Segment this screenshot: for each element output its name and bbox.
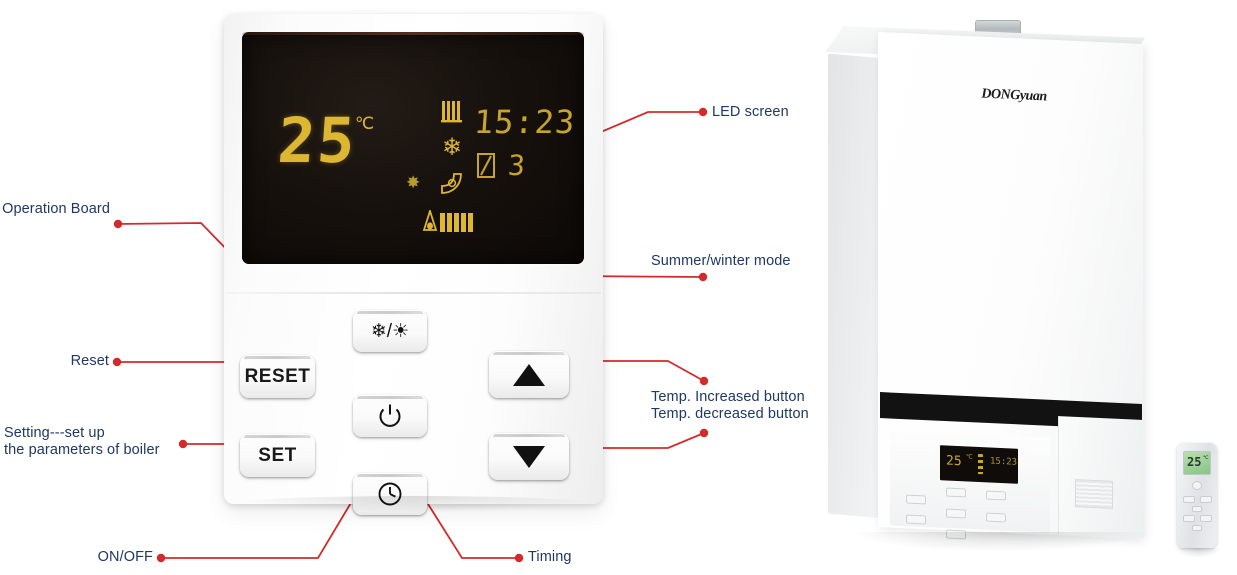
reset-button[interactable]: RESET: [240, 355, 315, 398]
boiler-access-door: [1058, 416, 1144, 538]
label-temp-decreased: Temp. decreased button: [651, 406, 809, 422]
on-off-power-button[interactable]: [353, 395, 427, 437]
boiler-side-face: [828, 53, 884, 519]
lcd-temperature-unit: ℃: [355, 114, 375, 133]
leader-dot-on-off: [156, 553, 166, 563]
temp-decrease-button[interactable]: [489, 433, 569, 480]
snowflake-icon: ❄: [442, 134, 463, 161]
label-setting-line2: the parameters of boiler: [4, 442, 160, 458]
lcd-temperature-value: 25: [275, 104, 360, 177]
flame-bar: [454, 213, 459, 232]
label-temp-increased: Temp. Increased button: [651, 389, 805, 405]
boiler-led-screen: 25 ℃ 15:23: [940, 445, 1018, 484]
leader-dot-led-screen: [698, 107, 708, 117]
clock-icon: [378, 482, 402, 506]
boiler-power-button[interactable]: [946, 508, 966, 519]
leader-temp-down: [575, 432, 705, 449]
label-operation-board: Operation Board: [2, 201, 110, 217]
set-button[interactable]: SET: [240, 434, 315, 477]
remote-power-button[interactable]: [1192, 481, 1202, 490]
power-icon: [379, 404, 401, 427]
lcd-clock-group: 15:23 3: [472, 103, 577, 182]
set-button-label: SET: [258, 444, 297, 466]
leader-temp-up: [575, 360, 705, 382]
flame-bar: [468, 213, 473, 232]
mode-icon: ❄/☀: [370, 320, 410, 342]
label-led-screen: LED screen: [712, 104, 789, 120]
leader-dot-temp-down: [699, 428, 709, 438]
leader-dot-summer-winter: [698, 272, 708, 282]
sun-icon: ✸: [406, 173, 421, 192]
lcd-program-number: 3: [506, 149, 527, 182]
label-timing: Timing: [528, 549, 572, 565]
hot-water-icon: [441, 173, 462, 194]
remote-mode-button[interactable]: [1200, 496, 1212, 503]
remote-shadow: [1175, 548, 1221, 558]
flame-bar: [440, 213, 445, 232]
boiler-lcd-icon-column: [978, 453, 983, 475]
boiler-temp-up-button[interactable]: [986, 490, 1006, 501]
lcd-temperature-group: 25 ℃: [275, 104, 374, 177]
boiler-temp-down-button[interactable]: [986, 512, 1006, 523]
label-setting-line1: Setting---set up: [4, 425, 105, 441]
wall-hung-gas-boiler: DONGyuan 25 ℃ 15:23: [820, 20, 1170, 560]
boiler-lcd-clock: 15:23: [990, 456, 1018, 468]
boiler-set-button[interactable]: [906, 514, 926, 525]
remote-lcd-unit: ℃: [1203, 455, 1209, 461]
remote-lcd-screen: 25 ℃: [1183, 451, 1211, 475]
remote-up-button[interactable]: [1192, 506, 1202, 512]
flame-bar: [461, 213, 466, 232]
boiler-mode-button[interactable]: [946, 487, 966, 498]
arrow-up-icon: [513, 363, 545, 386]
leader-dot-timing: [514, 553, 524, 563]
leader-dot-setting: [178, 439, 188, 449]
flame-icon: [422, 210, 438, 231]
remote-timing-button[interactable]: [1200, 515, 1212, 522]
program-page-icon: [477, 153, 495, 178]
leader-dot-operation-board: [113, 219, 123, 229]
wireless-remote-controller: 25 ℃: [1177, 443, 1217, 548]
leader-timing: [427, 503, 519, 559]
led-screen: 25 ℃ ❄ ✸: [242, 32, 584, 264]
leader-dot-reset: [112, 357, 122, 367]
boiler-reset-button[interactable]: [906, 494, 926, 505]
label-on-off: ON/OFF: [97, 549, 153, 565]
arrow-down-icon: [513, 445, 545, 468]
boiler-lcd-unit: ℃: [966, 454, 973, 461]
lcd-program-row: 3: [476, 149, 527, 182]
flame-bar: [447, 213, 452, 232]
thermostat-operation-board: 25 ℃ ❄ ✸: [224, 14, 603, 515]
panel-seam: [226, 292, 601, 294]
boiler-shadow: [850, 532, 1150, 552]
remote-set-button[interactable]: [1183, 515, 1195, 522]
remote-reset-button[interactable]: [1183, 496, 1195, 503]
lcd-clock-value: 15:23: [472, 103, 577, 141]
temp-increase-button[interactable]: [489, 351, 569, 398]
label-summer-winter-mode: Summer/winter mode: [651, 253, 791, 269]
reset-button-label: RESET: [244, 365, 311, 387]
radiator-icon: [441, 101, 462, 123]
flame-power-indicator: [422, 210, 473, 232]
remote-down-button[interactable]: [1192, 525, 1202, 531]
boiler-vent-grille: [1075, 479, 1113, 509]
leader-dot-temp-up: [699, 376, 709, 386]
label-reset: Reset: [70, 353, 109, 369]
timing-button[interactable]: [353, 473, 427, 515]
summer-winter-mode-button[interactable]: ❄/☀: [353, 310, 427, 352]
boiler-lcd-temperature: 25: [946, 453, 962, 470]
remote-lcd-temperature: 25: [1187, 455, 1202, 469]
